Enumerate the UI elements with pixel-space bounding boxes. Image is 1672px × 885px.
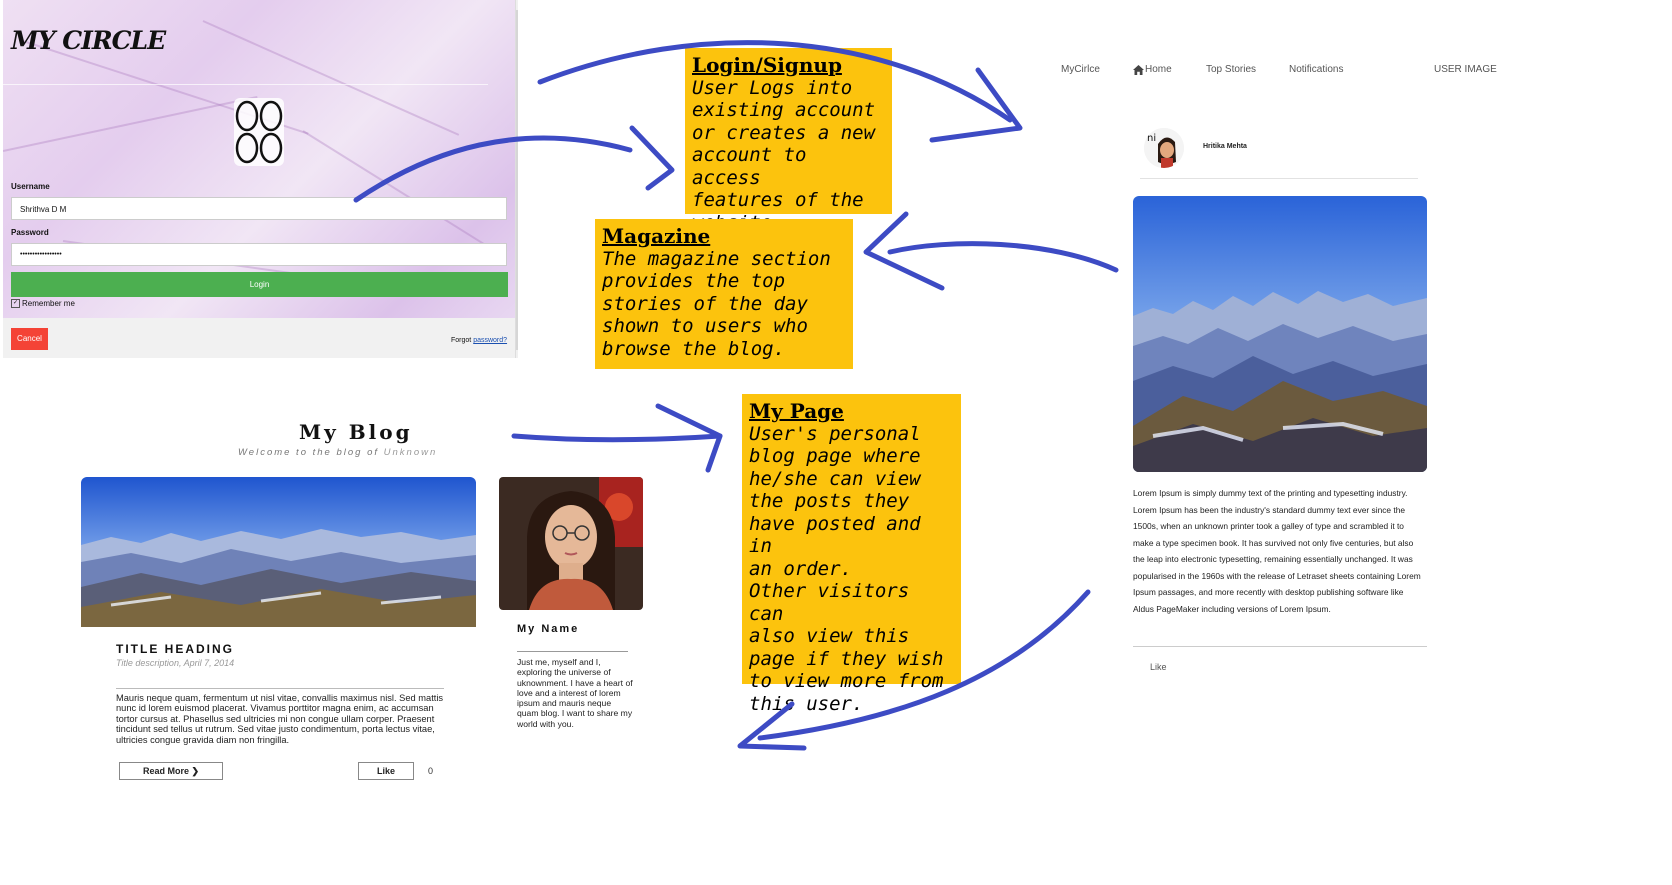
remember-me[interactable]: ✓ Remember me <box>11 299 75 308</box>
read-more-button[interactable]: Read More ❯ <box>119 762 223 780</box>
nav-home[interactable]: Home <box>1133 64 1172 75</box>
about-bio: Just me, myself and I, exploring the uni… <box>517 657 633 729</box>
checkbox-checked-icon[interactable]: ✓ <box>11 299 20 308</box>
about-name: My Name <box>517 623 580 635</box>
post-image[interactable] <box>1133 196 1427 472</box>
woman-portrait-image <box>499 477 643 610</box>
login-footer <box>3 318 515 358</box>
author-name[interactable]: Hritika Mehta <box>1203 143 1247 150</box>
note-description: User's personal blog page where he/she c… <box>749 422 944 715</box>
note-my-page: My Page User's personal blog page where … <box>742 394 961 715</box>
marble-vein <box>302 130 491 249</box>
note-description: The magazine section provides the top st… <box>602 247 831 360</box>
profile-avatar[interactable]: hi <box>1144 128 1184 168</box>
login-button[interactable]: Login <box>11 272 508 297</box>
like-button[interactable]: Like <box>358 762 414 780</box>
blog-owner-name: Unknown <box>383 447 438 458</box>
password-label: Password <box>11 228 49 237</box>
note-title: Login/Signup <box>692 53 842 77</box>
divider <box>116 688 444 689</box>
nav-brand[interactable]: MyCirlce <box>1061 64 1100 75</box>
forgot-prefix: Forgot <box>451 337 474 344</box>
post-like-button[interactable]: Like <box>1150 662 1167 672</box>
blog-subtitle: Welcome to the blog of Unknown <box>238 447 437 458</box>
nav-home-label: Home <box>1145 64 1172 75</box>
avatar-icon <box>234 98 284 166</box>
mountain-panorama-image <box>81 477 476 627</box>
blog-subtitle-prefix: Welcome to the blog of <box>238 447 384 458</box>
blog-post-image[interactable] <box>81 477 476 627</box>
forgot-password: Forgot password? <box>451 337 507 344</box>
post-title-heading: TITLE HEADING <box>116 642 234 656</box>
arrow-blog-to-mypage <box>511 433 723 443</box>
mountain-landscape-image <box>1133 196 1427 472</box>
divider <box>517 651 628 652</box>
blog-title: My Blog <box>299 420 413 444</box>
profile-photo[interactable] <box>499 477 643 610</box>
nav-user-image[interactable]: USER IMAGE <box>1434 64 1497 75</box>
arrowhead <box>929 67 1023 143</box>
login-panel: MY CIRCLE Username Shrithva D M Password… <box>3 0 518 358</box>
password-field[interactable]: ••••••••••••••••• <box>11 243 507 266</box>
scrollbar-thumb[interactable] <box>516 10 518 350</box>
avatar-hi-text: hi <box>1147 133 1156 144</box>
nav-top-stories[interactable]: Top Stories <box>1206 64 1257 75</box>
bitmoji-avatar-icon: hi <box>1144 128 1184 168</box>
forgot-password-link[interactable]: password? <box>473 337 508 344</box>
home-icon <box>1133 64 1144 75</box>
arrow-mycircle-to-magazine <box>887 241 1119 273</box>
note-title: My Page <box>749 399 844 423</box>
note-title: Magazine <box>602 224 711 248</box>
post-title-description: Title description, April 7, 2014 <box>116 658 235 668</box>
divider <box>1140 178 1418 179</box>
username-label: Username <box>11 182 50 191</box>
post-body-text: Mauris neque quam, fermentum ut nisl vit… <box>116 693 444 745</box>
mycircle-logo: MY CIRCLE <box>11 26 166 55</box>
remember-label: Remember me <box>22 299 75 308</box>
header-divider <box>3 84 488 85</box>
nav-notifications[interactable]: Notifications <box>1289 64 1344 75</box>
note-magazine: Magazine The magazine section provides t… <box>595 219 853 369</box>
arrowhead <box>655 403 723 473</box>
arrowhead <box>629 125 675 191</box>
note-description: User Logs into existing account or creat… <box>692 76 876 234</box>
post-body-text: Lorem Ipsum is simply dummy text of the … <box>1133 488 1421 614</box>
note-login-signup: Login/Signup User Logs into existing acc… <box>685 48 892 234</box>
like-count: 0 <box>428 766 434 776</box>
divider <box>1133 646 1427 647</box>
marble-vein <box>3 95 258 152</box>
username-field[interactable]: Shrithva D M <box>11 197 507 220</box>
cancel-button[interactable]: Cancel <box>11 328 48 350</box>
